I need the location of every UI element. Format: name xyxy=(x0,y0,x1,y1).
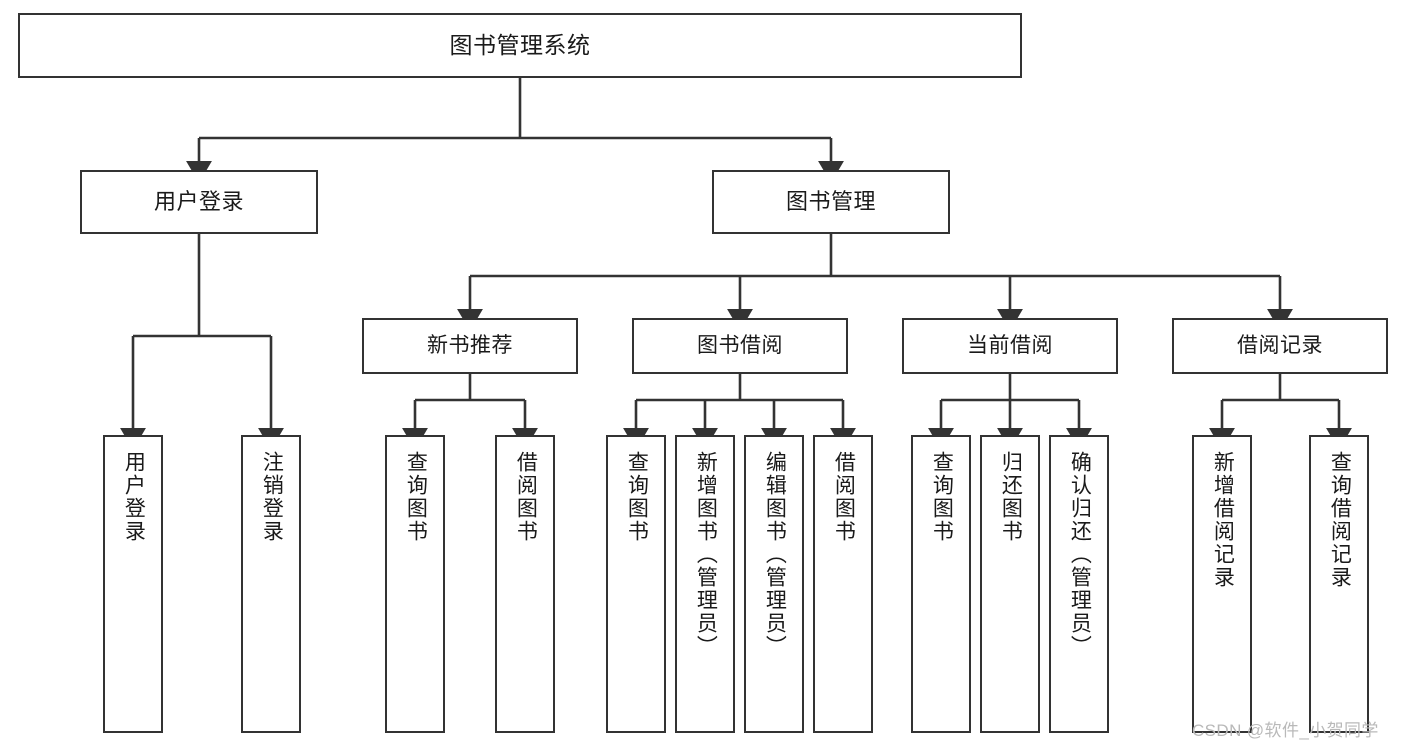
node-label: 新书推荐 xyxy=(427,333,513,357)
node-new-book-recommendation[interactable]: 新书推荐 xyxy=(362,318,578,374)
node-label: 借阅图书 xyxy=(514,451,538,543)
node-label: 确认归还（管理员） xyxy=(1068,451,1092,658)
node-borrowing-record[interactable]: 借阅记录 xyxy=(1172,318,1388,374)
leaf-borrow-record-query-record[interactable]: 查询借阅记录 xyxy=(1309,435,1369,733)
node-label: 查询图书 xyxy=(930,451,954,543)
leaf-user-login-logout[interactable]: 注销登录 xyxy=(241,435,301,733)
leaf-new-book-borrow-books[interactable]: 借阅图书 xyxy=(495,435,555,733)
node-label: 借阅记录 xyxy=(1237,333,1323,357)
node-label: 图书管理 xyxy=(785,189,876,215)
leaf-user-login-login[interactable]: 用户登录 xyxy=(103,435,163,733)
leaf-book-borrow-add-book-admin[interactable]: 新增图书（管理员） xyxy=(675,435,735,733)
node-label: 图书管理系统 xyxy=(449,31,591,58)
leaf-borrow-record-add-record[interactable]: 新增借阅记录 xyxy=(1192,435,1252,733)
node-label: 查询图书 xyxy=(404,451,428,543)
node-label: 归还图书 xyxy=(999,451,1023,543)
leaf-book-borrow-edit-book-admin[interactable]: 编辑图书（管理员） xyxy=(744,435,804,733)
node-label: 借阅图书 xyxy=(832,451,856,543)
node-user-login[interactable]: 用户登录 xyxy=(80,170,318,234)
node-book-borrowing[interactable]: 图书借阅 xyxy=(632,318,848,374)
leaf-new-book-query-books[interactable]: 查询图书 xyxy=(385,435,445,733)
csdn-watermark: CSDN @软件_小贺同学 xyxy=(1192,721,1379,740)
node-current-borrowing[interactable]: 当前借阅 xyxy=(902,318,1118,374)
node-label: 用户登录 xyxy=(153,189,244,215)
leaf-current-borrow-confirm-return-admin[interactable]: 确认归还（管理员） xyxy=(1049,435,1109,733)
node-root-book-management-system[interactable]: 图书管理系统 xyxy=(18,13,1022,78)
leaf-book-borrow-borrow-books[interactable]: 借阅图书 xyxy=(813,435,873,733)
leaf-current-borrow-query-books[interactable]: 查询图书 xyxy=(911,435,971,733)
node-label: 图书借阅 xyxy=(697,333,783,357)
node-label: 新增图书（管理员） xyxy=(694,451,718,658)
leaf-book-borrow-query-books[interactable]: 查询图书 xyxy=(606,435,666,733)
leaf-current-borrow-return-books[interactable]: 归还图书 xyxy=(980,435,1040,733)
node-label: 新增借阅记录 xyxy=(1211,451,1235,589)
node-label: 注销登录 xyxy=(260,451,284,543)
node-label: 当前借阅 xyxy=(967,333,1053,357)
node-label: 查询借阅记录 xyxy=(1328,451,1352,589)
node-label: 编辑图书（管理员） xyxy=(763,451,787,658)
node-label: 查询图书 xyxy=(625,451,649,543)
node-book-management[interactable]: 图书管理 xyxy=(712,170,950,234)
node-label: 用户登录 xyxy=(122,451,146,543)
